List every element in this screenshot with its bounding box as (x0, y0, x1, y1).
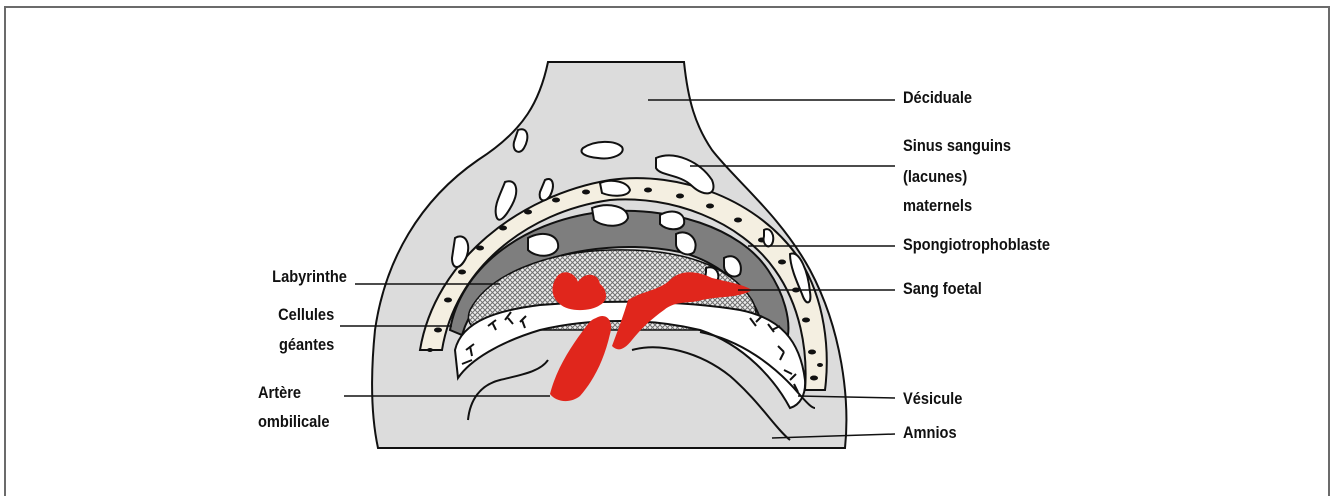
label-cellules-line1: Cellules (278, 303, 334, 326)
label-vesicule: Vésicule (903, 387, 962, 410)
label-amnios: Amnios (903, 421, 957, 444)
label-labyrinthe: Labyrinthe (272, 265, 347, 288)
label-cellules-line2: géantes (279, 333, 334, 356)
label-sang-foetal: Sang foetal (903, 277, 982, 300)
label-deciduale: Déciduale (903, 86, 972, 109)
label-artere-line1: Artère (258, 381, 301, 404)
label-spongiotrophoblaste: Spongiotrophoblaste (903, 233, 1050, 256)
label-sinus-line3: maternels (903, 194, 972, 217)
label-artere-line2: ombilicale (258, 410, 330, 433)
label-sinus-line1: Sinus sanguins (903, 134, 1011, 157)
label-sinus-line2: (lacunes) (903, 165, 967, 188)
